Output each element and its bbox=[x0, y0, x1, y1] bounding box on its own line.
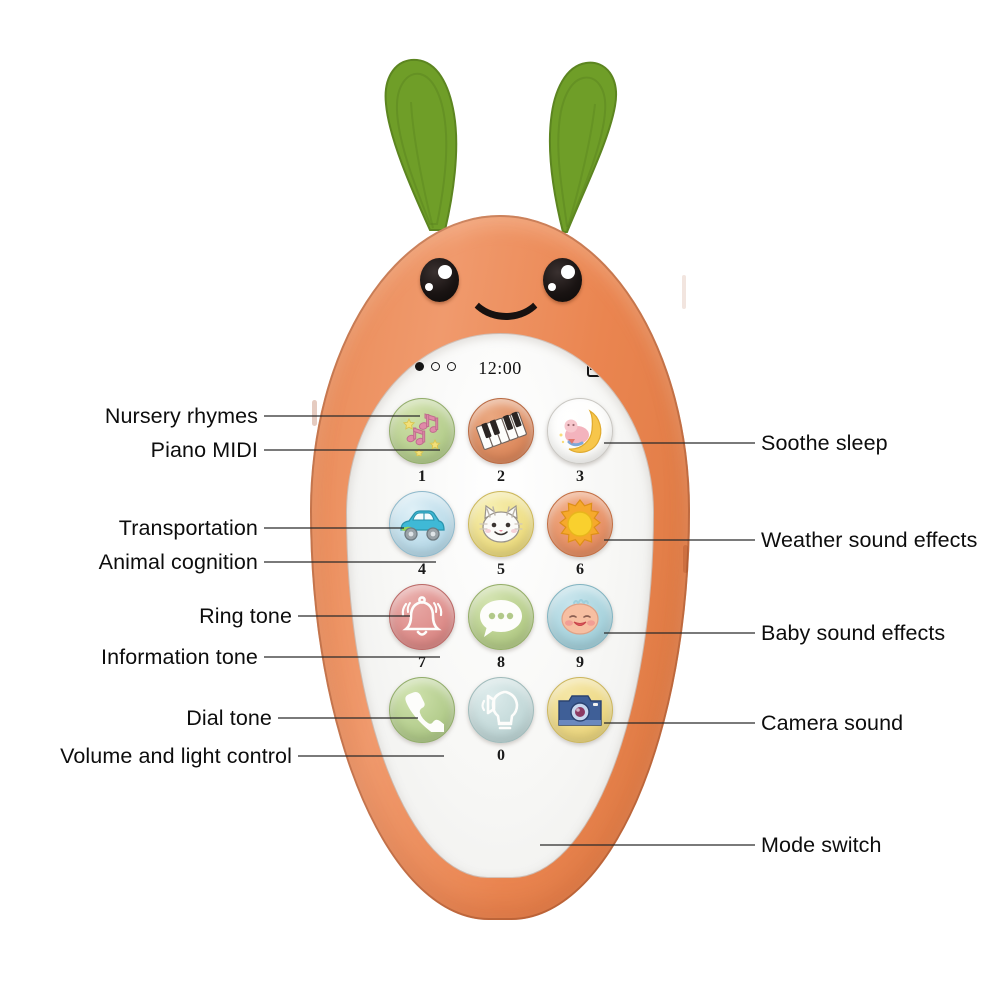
body-seam-right bbox=[683, 545, 688, 573]
key-volume-and-light-control[interactable] bbox=[468, 677, 534, 743]
callout-label-volume-and-light-control: Volume and light control bbox=[60, 744, 292, 768]
signal-dot-filled bbox=[415, 362, 424, 371]
callout-label-information-tone: Information tone bbox=[101, 645, 258, 669]
car-icon bbox=[400, 510, 445, 541]
key-4-transportation[interactable] bbox=[389, 491, 455, 557]
baby-face-icon bbox=[561, 599, 599, 635]
callout-label-nursery-rhymes: Nursery rhymes bbox=[104, 404, 258, 428]
signal-dots bbox=[383, 362, 456, 371]
carrot-leaf-left-icon bbox=[384, 58, 458, 231]
callout-label-ring-tone: Ring tone bbox=[199, 604, 292, 628]
keypad-row-1: 1 2 3 bbox=[347, 398, 653, 491]
callout-label-weather-sound-effects: Weather sound effects bbox=[761, 528, 978, 552]
key-number-label: 8 bbox=[497, 654, 505, 671]
face-smile bbox=[464, 283, 548, 320]
carrot-leaf-right-icon bbox=[548, 61, 617, 233]
callout-label-mode-switch: Mode switch bbox=[761, 833, 882, 857]
body-seam-left bbox=[312, 400, 317, 426]
piano-icon bbox=[476, 411, 527, 450]
key-5-animal-cognition[interactable] bbox=[468, 491, 534, 557]
signal-dot-filled bbox=[383, 362, 392, 371]
key-number-label: 1 bbox=[418, 468, 426, 485]
key-2-piano-midi[interactable] bbox=[468, 398, 534, 464]
key-number-label: 0 bbox=[497, 747, 505, 764]
camera-icon bbox=[558, 695, 602, 726]
status-bar: 12:00 bbox=[347, 358, 653, 380]
callout-label-transportation: Transportation bbox=[118, 516, 258, 540]
face-eye-right bbox=[543, 258, 582, 302]
keypad-row-3: 7 8 9 bbox=[347, 584, 653, 677]
moon-baby-icon bbox=[559, 409, 602, 453]
speaker-bulb-icon bbox=[481, 690, 519, 730]
key-number-label: 3 bbox=[576, 468, 584, 485]
keypad-row-2: 4 5 6 bbox=[347, 491, 653, 584]
sun-icon bbox=[559, 499, 601, 547]
key-3-soothe-sleep[interactable] bbox=[547, 398, 613, 464]
key-number-label: 6 bbox=[576, 561, 584, 578]
callout-label-dial-tone: Dial tone bbox=[186, 706, 272, 730]
keypad: 1 2 3 bbox=[347, 398, 653, 770]
key-7-ring-tone[interactable] bbox=[389, 584, 455, 650]
callout-label-piano-midi: Piano MIDI bbox=[150, 438, 258, 462]
key-camera-sound[interactable] bbox=[547, 677, 613, 743]
chat-bubble-icon bbox=[480, 600, 522, 637]
clock-time: 12:00 bbox=[478, 358, 522, 378]
key-number-label: 4 bbox=[418, 561, 426, 578]
callout-label-baby-sound-effects: Baby sound effects bbox=[761, 621, 946, 645]
key-number-label: 5 bbox=[497, 561, 505, 578]
key-6-weather-sound-effects[interactable] bbox=[547, 491, 613, 557]
music-notes-icon bbox=[402, 413, 441, 456]
key-9-baby-sound-effects[interactable] bbox=[547, 584, 613, 650]
face-eye-left bbox=[420, 258, 459, 302]
callout-label-soothe-sleep: Soothe sleep bbox=[761, 431, 888, 455]
signal-dot-empty bbox=[447, 362, 456, 371]
signal-dot-filled bbox=[399, 362, 408, 371]
toy-screen: 12:00 bbox=[346, 333, 654, 878]
phone-handset-icon bbox=[405, 692, 444, 732]
callout-label-camera-sound: Camera sound bbox=[761, 711, 904, 735]
key-1-nursery-rhymes[interactable] bbox=[389, 398, 455, 464]
signal-dot-empty bbox=[431, 362, 440, 371]
key-number-label: 7 bbox=[418, 654, 426, 671]
bell-icon bbox=[401, 596, 443, 636]
key-number-label: 2 bbox=[497, 468, 505, 485]
battery-icon bbox=[587, 360, 623, 377]
key-8-information-tone[interactable] bbox=[468, 584, 534, 650]
cat-icon bbox=[479, 504, 523, 543]
body-seam-right-upper bbox=[682, 275, 686, 309]
keypad-row-4: 0 bbox=[347, 677, 653, 770]
key-number-label: 9 bbox=[576, 654, 584, 671]
callout-label-animal-cognition: Animal cognition bbox=[98, 550, 258, 574]
key-dial-tone[interactable] bbox=[389, 677, 455, 743]
